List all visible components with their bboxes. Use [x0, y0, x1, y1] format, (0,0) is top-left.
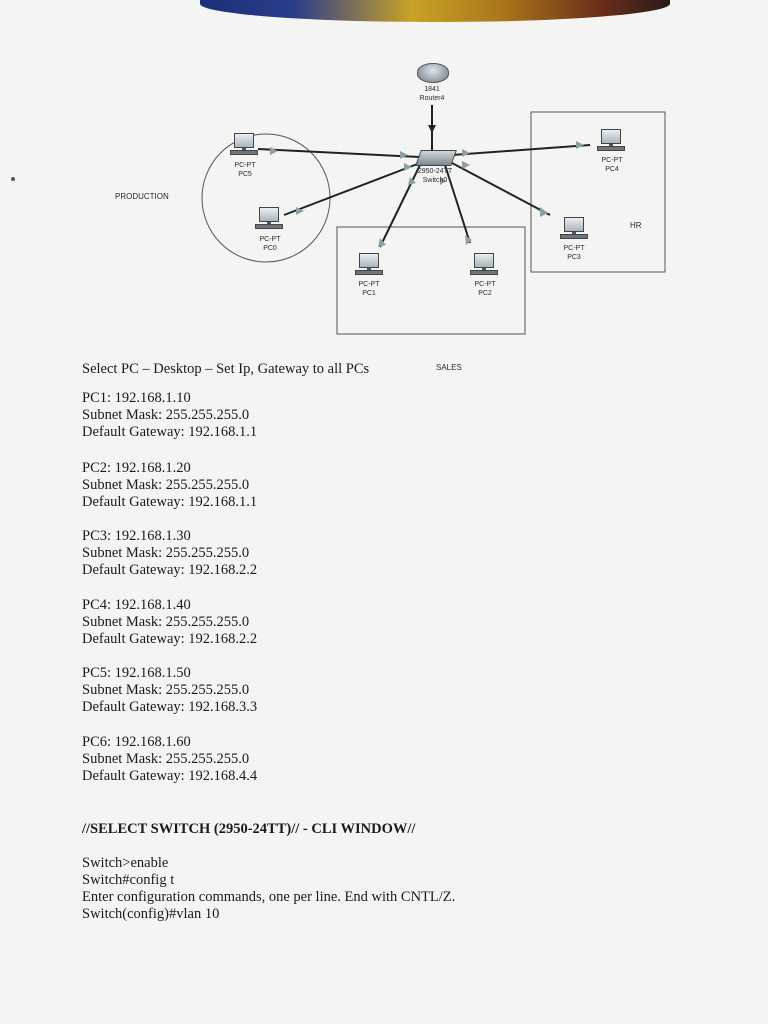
cli-line: Switch(config)#vlan 10 — [82, 906, 220, 922]
pc4-ip: PC4: 192.168.1.40 — [82, 597, 191, 613]
pc1-computer-icon — [355, 253, 383, 279]
instructions-line: Select PC – Desktop – Set Ip, Gateway to… — [82, 361, 370, 377]
diagram-wires — [201, 105, 666, 335]
switch-model: 2950-24TT — [417, 168, 453, 175]
switch-name: Switch0 — [422, 177, 448, 184]
switch-label: 2950-24TT Switch0 — [412, 167, 458, 185]
pc2-label: PC-PT PC2 — [474, 281, 496, 297]
cli-heading: //SELECT SWITCH (2950-24TT)// - CLI WIND… — [82, 821, 416, 837]
pc3-label: PC-PT PC3 — [563, 245, 585, 261]
zone-label-production: PRODUCTION — [115, 192, 169, 201]
pc6-ip: PC6: 192.168.1.60 — [82, 734, 191, 750]
pc2-computer-icon — [470, 253, 498, 279]
cli-line: Switch>enable — [82, 855, 169, 871]
link-pc2 — [444, 164, 471, 244]
cli-line: Enter configuration commands, one per li… — [82, 889, 456, 905]
pc4-mask: Subnet Mask: 255.255.255.0 — [82, 614, 250, 630]
pc3-ip: PC3: 192.168.1.30 — [82, 528, 191, 544]
pc2-ip: PC2: 192.168.1.20 — [82, 460, 191, 476]
sales-zone-outline — [336, 226, 526, 335]
pc3-mask: Subnet Mask: 255.255.255.0 — [82, 545, 250, 561]
pc4-label: PC-PT PC4 — [601, 157, 623, 173]
pc4-computer-icon — [597, 129, 625, 155]
pc5-mask: Subnet Mask: 255.255.255.0 — [82, 682, 250, 698]
router-model: 1841 — [424, 86, 440, 93]
pc2-mask: Subnet Mask: 255.255.255.0 — [82, 477, 250, 493]
router-name: Router4 — [419, 95, 445, 102]
pc-config-block: PC3: 192.168.1.30 Subnet Mask: 255.255.2… — [82, 528, 257, 579]
link-pc5 — [257, 148, 421, 158]
pc1-label: PC-PT PC1 — [358, 281, 380, 297]
pc0-computer-icon — [255, 207, 283, 233]
cli-line: Switch#config t — [82, 872, 175, 888]
pc5-ip: PC5: 192.168.1.50 — [82, 665, 191, 681]
pc5-label: PC-PT PC5 — [234, 162, 256, 178]
page-speck — [11, 177, 15, 181]
link-pc1 — [379, 164, 421, 248]
pc-config-block: PC6: 192.168.1.60 Subnet Mask: 255.255.2… — [82, 734, 257, 785]
router-label: 1841 Router4 — [414, 85, 450, 103]
photo-top-edge — [200, 0, 670, 22]
link-pc4 — [451, 144, 591, 156]
link-pc0 — [283, 162, 421, 216]
zone-label-hr: HR — [630, 221, 642, 230]
switch-icon — [415, 150, 457, 166]
pc2-gateway: Default Gateway: 192.168.1.1 — [82, 494, 258, 510]
pc0-label: PC-PT PC0 — [259, 236, 281, 252]
pc-config-block: PC2: 192.168.1.20 Subnet Mask: 255.255.2… — [82, 460, 257, 511]
pc5-computer-icon — [230, 133, 258, 159]
pc1-gateway: Default Gateway: 192.168.1.1 — [82, 424, 258, 440]
pc-config-block: PC5: 192.168.1.50 Subnet Mask: 255.255.2… — [82, 665, 257, 716]
network-topology-diagram: 1841 Router4 2950-24TT Switch0 PC-PT PC5… — [0, 55, 768, 372]
pc4-gateway: Default Gateway: 192.168.2.2 — [82, 631, 258, 647]
pc1-ip: PC1: 192.168.1.10 — [82, 390, 191, 406]
pc-config-block: PC4: 192.168.1.40 Subnet Mask: 255.255.2… — [82, 597, 257, 648]
pc5-gateway: Default Gateway: 192.168.3.3 — [82, 699, 258, 715]
cli-transcript: Switch>enable Switch#config t Enter conf… — [82, 855, 455, 923]
hr-zone-outline — [530, 111, 666, 273]
router-icon — [417, 63, 449, 83]
pc-config-block: PC1: 192.168.1.10 Subnet Mask: 255.255.2… — [82, 390, 257, 441]
pc3-gateway: Default Gateway: 192.168.2.2 — [82, 562, 258, 578]
link-pc3 — [451, 162, 551, 216]
pc6-mask: Subnet Mask: 255.255.255.0 — [82, 751, 250, 767]
zone-label-sales: SALES — [436, 363, 462, 372]
pc6-gateway: Default Gateway: 192.168.4.4 — [82, 768, 258, 784]
pc1-mask: Subnet Mask: 255.255.255.0 — [82, 407, 250, 423]
pc3-computer-icon — [560, 217, 588, 243]
